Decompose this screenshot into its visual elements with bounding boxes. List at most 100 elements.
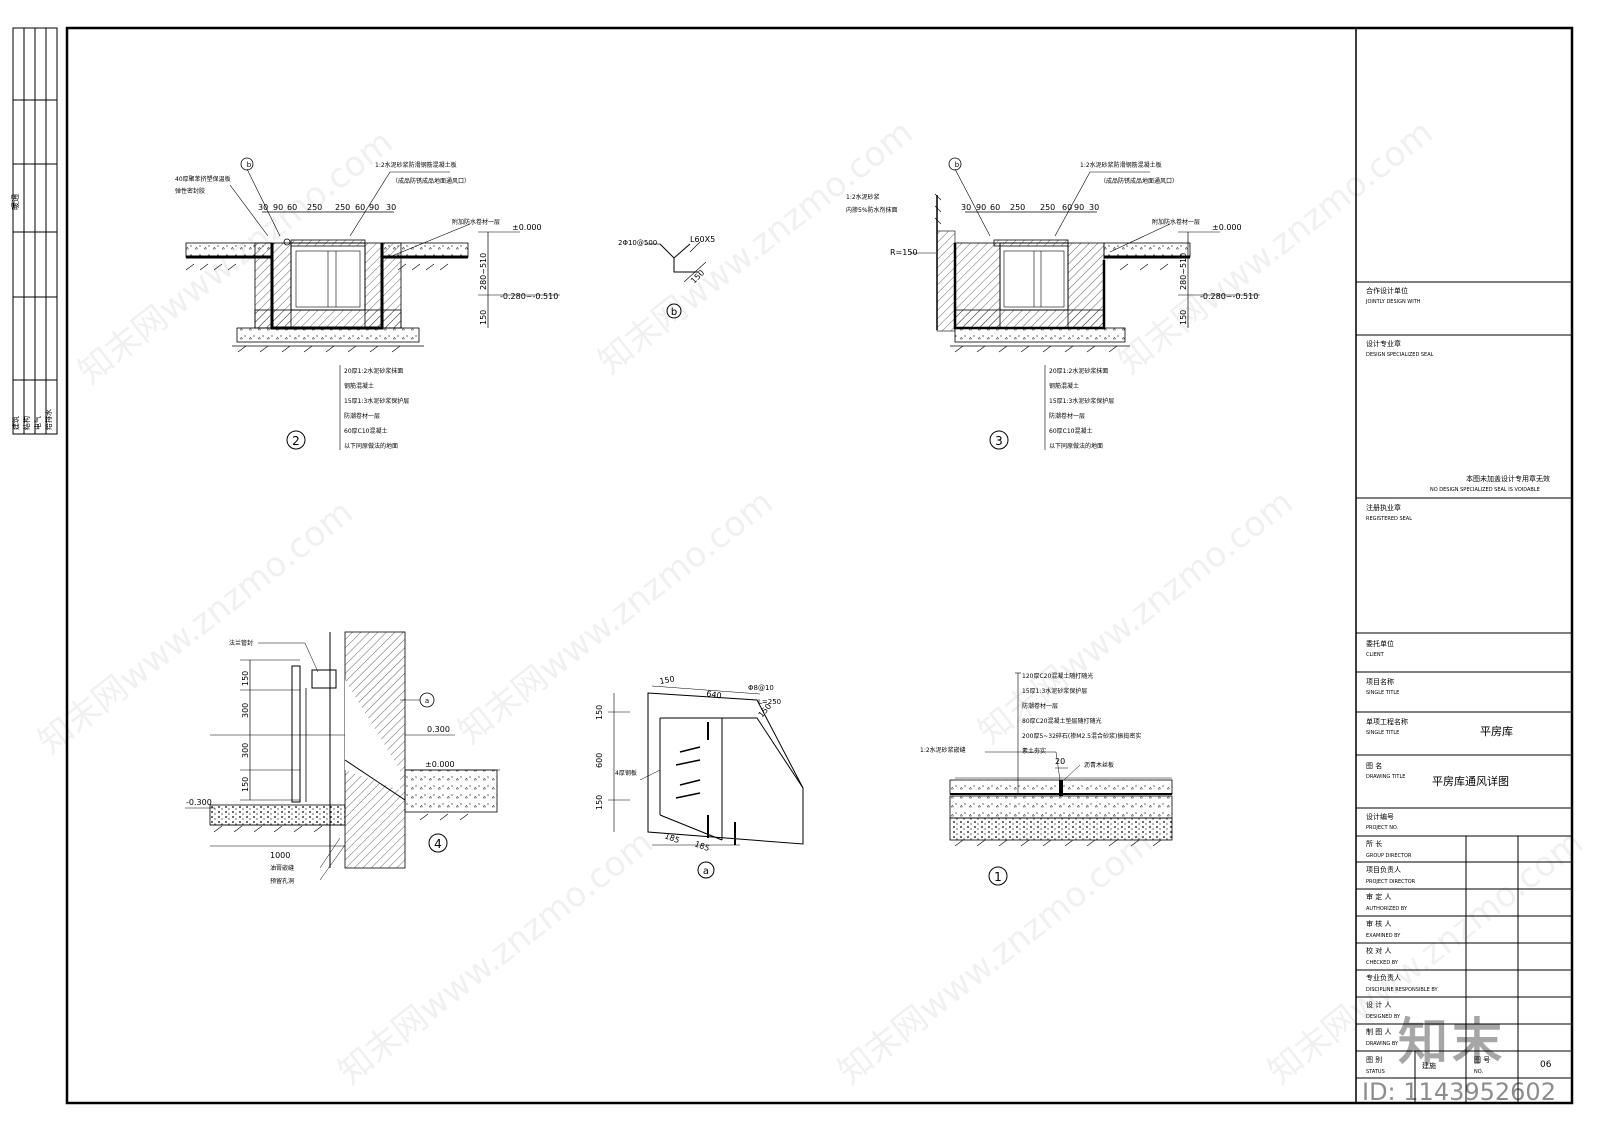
detail-2-layer: 20厚1:2水泥砂浆抹面: [344, 367, 403, 375]
detail-2-dim: 250: [335, 203, 350, 212]
tb-joint-cn: 合作设计单位: [1366, 287, 1408, 295]
strip-discipline-1: 建筑: [11, 416, 20, 430]
detail-2-elev-bottom: -0.280~-0.510: [500, 292, 558, 301]
tb-drawing-value: 平房库通风详图: [1432, 775, 1509, 788]
detail-4-number-circle: [428, 833, 448, 853]
detail-3-dim: 60: [1062, 203, 1072, 212]
detail-3-elev-top: ±0.000: [1212, 223, 1242, 232]
tb-status-value: 建施: [1422, 1062, 1436, 1070]
detail-2-dim-v1: 280~510: [479, 253, 488, 290]
detail-a-number-circle: [697, 861, 715, 879]
detail-3-dim: 90: [1074, 203, 1084, 212]
sheet-border: [65, 26, 1574, 1105]
detail-a-dim-b: 185: [693, 839, 710, 853]
detail-3-layer: 防潮卷材一层: [1049, 412, 1085, 420]
tb-joint-en: JOINTLY DESIGN WITH: [1366, 299, 1421, 305]
tb-role-en: PROJECT DIRECTOR: [1366, 879, 1416, 885]
detail-2-number: 2: [292, 434, 300, 448]
detail-3-dim-v2: 150: [1179, 310, 1188, 325]
detail-a-label: 4厚钢板: [615, 769, 637, 777]
tb-proj-en: SINGLE TITLE: [1366, 690, 1400, 696]
detail-3-dim: 30: [961, 203, 971, 212]
watermark-id: ID: 1143952602: [1362, 1078, 1556, 1106]
detail-3-left-label-2: 内掺5%防水剂抹面: [846, 206, 898, 214]
tb-no-value: 06: [1540, 1060, 1552, 1070]
detail-4-tag: a: [425, 697, 429, 705]
detail-a-dim-v: 150: [595, 795, 604, 810]
tb-role-en: GROUP DIRECTOR: [1366, 853, 1412, 859]
detail-3-top-label-1: 1:2水泥砂浆防滑钢筋混凝土板: [1080, 161, 1162, 169]
detail-4-elev2: ±0.000: [425, 760, 455, 769]
detail-a-dim-top: 150: [659, 674, 676, 686]
detail-1-number-circle: [988, 866, 1008, 886]
detail-3-drawing: [910, 157, 1260, 450]
detail-4-dim: 300: [241, 703, 250, 718]
detail-4-dim: 150: [241, 777, 250, 792]
detail-b-number: b: [671, 307, 677, 318]
detail-3-tag: b: [955, 161, 960, 169]
tb-role-en: EXAMINED BY: [1366, 933, 1401, 939]
detail-3-radius: R=150: [890, 248, 918, 257]
detail-4-dim: 150: [241, 671, 250, 686]
detail-1-left-label: 1:2水泥砂浆嵌缝: [920, 746, 966, 754]
detail-1-labels: 120厚C20混凝土随打随光 15厚1:3水泥砂浆保护层 防潮卷材一层 80厚C…: [920, 672, 1141, 769]
detail-4-label-top: 法兰管封: [229, 639, 253, 647]
detail-a-dim-v: 150: [595, 705, 604, 720]
detail-b-dim: 150: [689, 268, 706, 285]
tb-client-cn: 委托单位: [1366, 640, 1394, 648]
detail-a-drawing: [608, 685, 804, 846]
tb-role-en: DRAWING BY: [1366, 1041, 1399, 1047]
detail-2-layer: 15厚1:3水泥砂浆保护层: [344, 397, 409, 405]
tb-single-value: 平房库: [1480, 725, 1513, 738]
tb-projno-en: PROJECT NO.: [1366, 825, 1399, 831]
tb-role-en: DESIGNED BY: [1366, 1014, 1401, 1020]
tb-reg-cn: 注册执业章: [1366, 504, 1401, 512]
tb-void-en: NO DESIGN SPECIALIZED SEAL IS VOIDABLE: [1430, 487, 1540, 493]
detail-1-layer: 防潮卷材一层: [1022, 702, 1058, 710]
strip-top-label: 暖通: [10, 194, 20, 210]
tb-role-cn: 项目负责人: [1366, 866, 1401, 874]
detail-3-labels: b 1:2水泥砂浆防滑钢筋混凝土板 （成品防锈成品地面通风口） 1:2水泥砂浆 …: [846, 161, 1258, 450]
detail-1-dim: 20: [1055, 757, 1065, 766]
detail-a-rebar: Φ8@10: [748, 684, 774, 692]
strip-discipline-3: 电气: [33, 416, 42, 430]
detail-2-dim: 90: [273, 203, 283, 212]
tb-status-cn: 图 别: [1366, 1056, 1383, 1064]
detail-3-layer: 钢筋混凝土: [1049, 382, 1079, 390]
detail-3-left-label-1: 1:2水泥砂浆: [846, 193, 880, 201]
tb-role-cn: 校 对 人: [1366, 947, 1392, 955]
detail-2-dim: 30: [386, 203, 396, 212]
detail-2-layer: 以下同原做法的地面: [344, 442, 398, 450]
detail-2-dim: 60: [355, 203, 365, 212]
detail-4-label-b1: 油膏嵌缝: [270, 864, 294, 872]
detail-2-layer: 钢筋混凝土: [344, 382, 374, 390]
detail-3-number: 3: [995, 434, 1003, 448]
tb-single-en: SINGLE TITLE: [1366, 730, 1400, 736]
detail-1-layer: 80厚C20混凝土垫层随打随光: [1022, 717, 1101, 725]
detail-2-dim: 250: [307, 203, 322, 212]
detail-2-dim: 90: [369, 203, 379, 212]
detail-2-left-label-1: 40厚聚苯挤塑保温板: [175, 175, 231, 183]
detail-2-layer: 防潮卷材一层: [344, 412, 380, 420]
tb-drawing-en: DRAWING TITLE: [1366, 774, 1406, 780]
detail-a-dim-v: 600: [595, 753, 604, 768]
detail-3-dim: 90: [976, 203, 986, 212]
detail-a-length: L=250: [758, 698, 781, 706]
detail-a-dim-b: 185: [663, 831, 680, 845]
detail-3-right-label: 附加防水卷材一层: [1152, 218, 1200, 226]
detail-3-dim: 60: [990, 203, 1000, 212]
detail-3-elev-bottom: -0.280~-0.510: [1200, 292, 1258, 301]
tb-reg-en: REGISTERED SEAL: [1366, 516, 1412, 522]
tb-role-cn: 所 长: [1366, 840, 1383, 848]
detail-b-drawing: [645, 241, 707, 283]
detail-4-elev3: -0.300: [186, 798, 212, 807]
detail-1-layer: 120厚C20混凝土随打随光: [1022, 672, 1093, 680]
detail-2-elev-top: ±0.000: [512, 223, 542, 232]
tb-role-en: CHECKED BY: [1366, 960, 1398, 966]
tb-role-cn: 专业负责人: [1366, 974, 1401, 982]
detail-2-layer: 60厚C10混凝土: [344, 427, 387, 435]
tb-role-cn: 审 定 人: [1366, 893, 1392, 901]
detail-1-layer: 200厚5~32碎石(掺M2.5混合砂浆)振捣密实: [1022, 732, 1141, 740]
tb-no-cn: 图 号: [1474, 1056, 1491, 1064]
detail-2-top-label-1: 1:2水泥砂浆防滑钢筋混凝土板: [375, 161, 457, 169]
